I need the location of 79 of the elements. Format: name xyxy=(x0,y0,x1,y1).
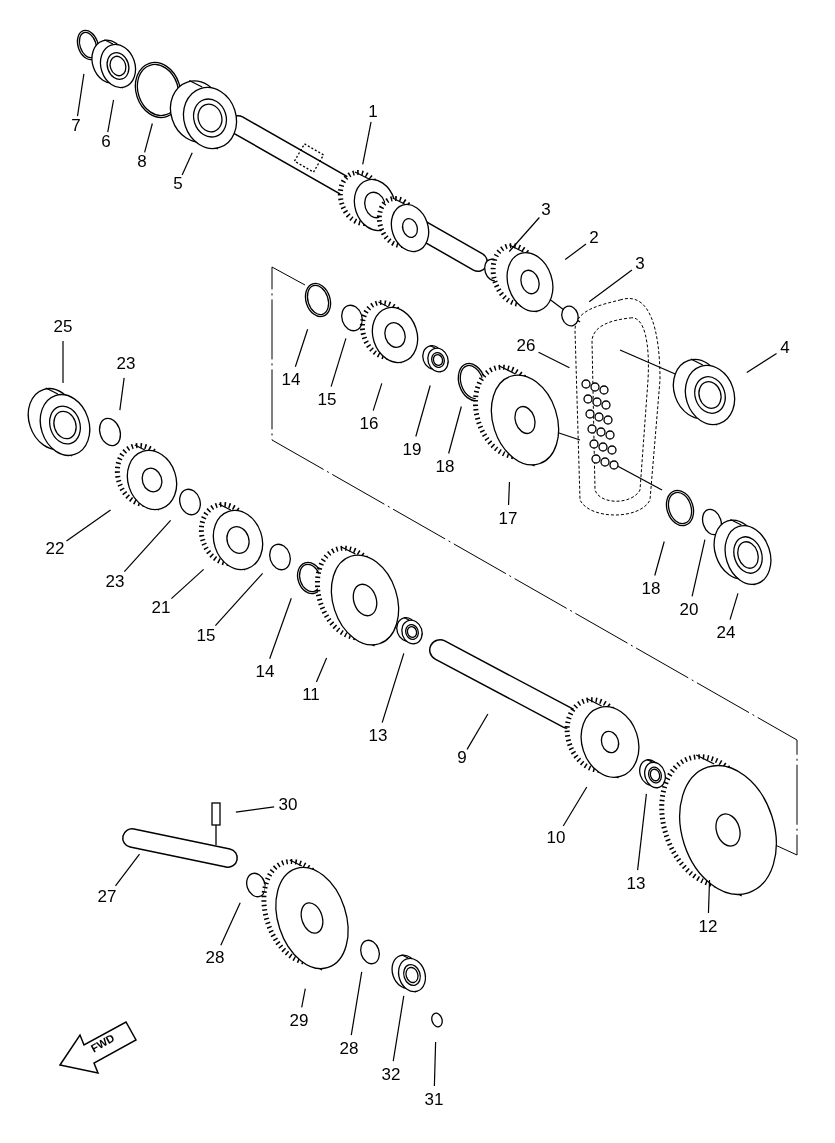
leader-line xyxy=(729,592,739,621)
callout-number: 1 xyxy=(368,103,378,121)
leader-line xyxy=(62,340,64,384)
direction-label: FWD xyxy=(88,1031,117,1055)
callout-number: 14 xyxy=(255,663,275,681)
callout-number: 24 xyxy=(716,624,736,642)
callout-number: 31 xyxy=(424,1091,444,1109)
leader-line xyxy=(269,597,292,660)
leader-line xyxy=(588,269,633,303)
leader-line xyxy=(746,352,778,374)
leader-line xyxy=(707,879,711,914)
leader-line xyxy=(415,384,431,438)
leader-line xyxy=(537,351,571,369)
callout-number: 3 xyxy=(541,201,551,219)
leader-line xyxy=(392,995,405,1062)
leader-line xyxy=(362,121,372,165)
leader-line xyxy=(508,216,540,253)
leader-line xyxy=(107,99,115,133)
leader-line xyxy=(170,568,205,600)
callout-number: 9 xyxy=(457,749,467,767)
callout-number: 6 xyxy=(101,133,111,151)
callout-number: 29 xyxy=(289,1012,309,1030)
leader-line xyxy=(214,572,264,627)
leader-line xyxy=(654,540,665,577)
callout-number: 25 xyxy=(53,318,73,336)
callout-number: 19 xyxy=(402,441,422,459)
callout-number: 15 xyxy=(317,391,337,409)
callout-number: 3 xyxy=(635,255,645,273)
leader-line xyxy=(294,328,309,368)
leader-line xyxy=(65,509,112,542)
callout-number: 10 xyxy=(546,829,566,847)
callout-number: 23 xyxy=(105,573,125,591)
callout-number: 4 xyxy=(780,339,790,357)
leader-line xyxy=(114,853,141,887)
leader-line xyxy=(123,519,172,573)
leader-line xyxy=(637,793,647,871)
callout-number: 21 xyxy=(151,599,171,617)
callout-number: 13 xyxy=(626,875,646,893)
callout-number: 11 xyxy=(302,686,320,704)
callout-number: 15 xyxy=(196,627,216,645)
callout-number: 8 xyxy=(137,153,147,171)
leader-line xyxy=(564,243,587,261)
leader-line xyxy=(220,902,241,946)
callout-number: 5 xyxy=(173,175,183,193)
callout-number: 22 xyxy=(45,540,65,558)
leader-line xyxy=(507,481,511,506)
callout-number: 28 xyxy=(205,949,225,967)
callout-number: 20 xyxy=(679,601,699,619)
callout-number: 13 xyxy=(368,727,388,745)
callout-number: 2 xyxy=(589,229,599,247)
leader-line xyxy=(119,377,125,411)
callout-number: 12 xyxy=(698,918,718,936)
leader-line xyxy=(350,971,363,1036)
callout-number: 23 xyxy=(116,355,136,373)
leader-line xyxy=(372,382,383,412)
callout-number: 26 xyxy=(516,337,536,355)
callout-number: 28 xyxy=(339,1040,359,1058)
callout-number: 18 xyxy=(435,458,455,476)
leader-line xyxy=(448,405,462,455)
leader-line xyxy=(315,657,328,683)
leader-line xyxy=(433,1041,437,1087)
callout-number: 27 xyxy=(97,888,117,906)
callout-number: 16 xyxy=(359,415,379,433)
callout-number: 7 xyxy=(71,117,81,135)
leader-line xyxy=(466,713,489,750)
leader-line xyxy=(144,122,153,153)
leader-line xyxy=(235,806,275,813)
callout-number: 14 xyxy=(281,371,301,389)
leader-line xyxy=(691,539,706,597)
leader-line xyxy=(381,652,405,724)
callout-number: 30 xyxy=(278,796,298,814)
leader-line xyxy=(301,988,306,1008)
callout-number: 17 xyxy=(498,510,518,528)
callout-number: 32 xyxy=(381,1066,401,1084)
leader-line xyxy=(181,152,193,176)
leader-line xyxy=(76,73,85,117)
leader-line xyxy=(330,337,347,388)
callout-number: 18 xyxy=(641,580,661,598)
leader-line xyxy=(562,786,588,827)
